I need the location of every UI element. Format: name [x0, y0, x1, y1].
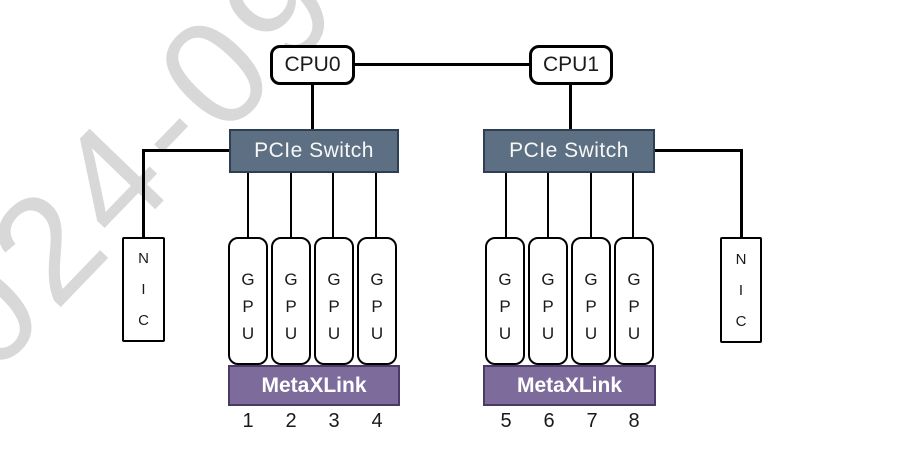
gpu-number-7: 7 [586, 410, 598, 432]
pcie-switch-left: PCIe Switch [229, 129, 399, 173]
metaxlink-left-label: MetaXLink [261, 373, 367, 397]
gpu-number-6: 6 [543, 410, 555, 432]
nic-right-letter-i: I [738, 281, 744, 299]
pcie-switch-left-label: PCIe Switch [254, 139, 374, 162]
connector-switch-nic-right-v [740, 149, 743, 238]
gpu-number-2: 2 [285, 410, 297, 432]
nic-right: N I C [720, 237, 762, 343]
nic-left: N I C [122, 237, 165, 342]
cpu0-label: CPU0 [284, 53, 341, 76]
cpu1-label: CPU1 [542, 53, 600, 76]
connector-switch-nic-left-v [142, 149, 145, 238]
nic-left-letter-n: N [138, 250, 149, 267]
gpu-number-8: 8 [628, 410, 640, 432]
connector-switch-gpu5 [505, 172, 507, 238]
connector-switch-gpu7 [590, 172, 592, 238]
connector-switch-gpu6 [547, 172, 549, 238]
connector-cpu0-switch [311, 85, 314, 130]
connector-switch-gpu3 [332, 172, 334, 238]
connector-cpu0-cpu1 [355, 63, 530, 66]
pcie-switch-right-label: PCIe Switch [509, 139, 629, 162]
connector-switch-gpu4 [375, 172, 377, 238]
connector-switch-gpu2 [290, 172, 292, 238]
cpu0-node: CPU0 [270, 45, 355, 85]
gpu-number-3: 3 [328, 410, 340, 432]
metaxlink-left: MetaXLink [228, 365, 400, 406]
nic-right-letter-c: C [735, 312, 747, 330]
nic-left-letter-c: C [138, 312, 149, 329]
connector-switch-gpu8 [632, 172, 634, 238]
pcie-switch-right: PCIe Switch [483, 129, 655, 173]
nic-right-letter-n: N [735, 250, 747, 268]
nic-left-letter-i: I [141, 281, 146, 298]
cpu1-node: CPU1 [529, 45, 613, 85]
connector-cpu1-switch [569, 85, 572, 130]
gpu-number-5: 5 [500, 410, 512, 432]
connector-switch-gpu1 [247, 172, 249, 238]
connector-switch-nic-right-h [654, 149, 742, 152]
gpu-number-1: 1 [242, 410, 254, 432]
metaxlink-right: MetaXLink [483, 365, 656, 406]
connector-switch-nic-left-h [142, 149, 230, 152]
gpu-number-4: 4 [371, 410, 383, 432]
metaxlink-right-label: MetaXLink [516, 373, 623, 397]
